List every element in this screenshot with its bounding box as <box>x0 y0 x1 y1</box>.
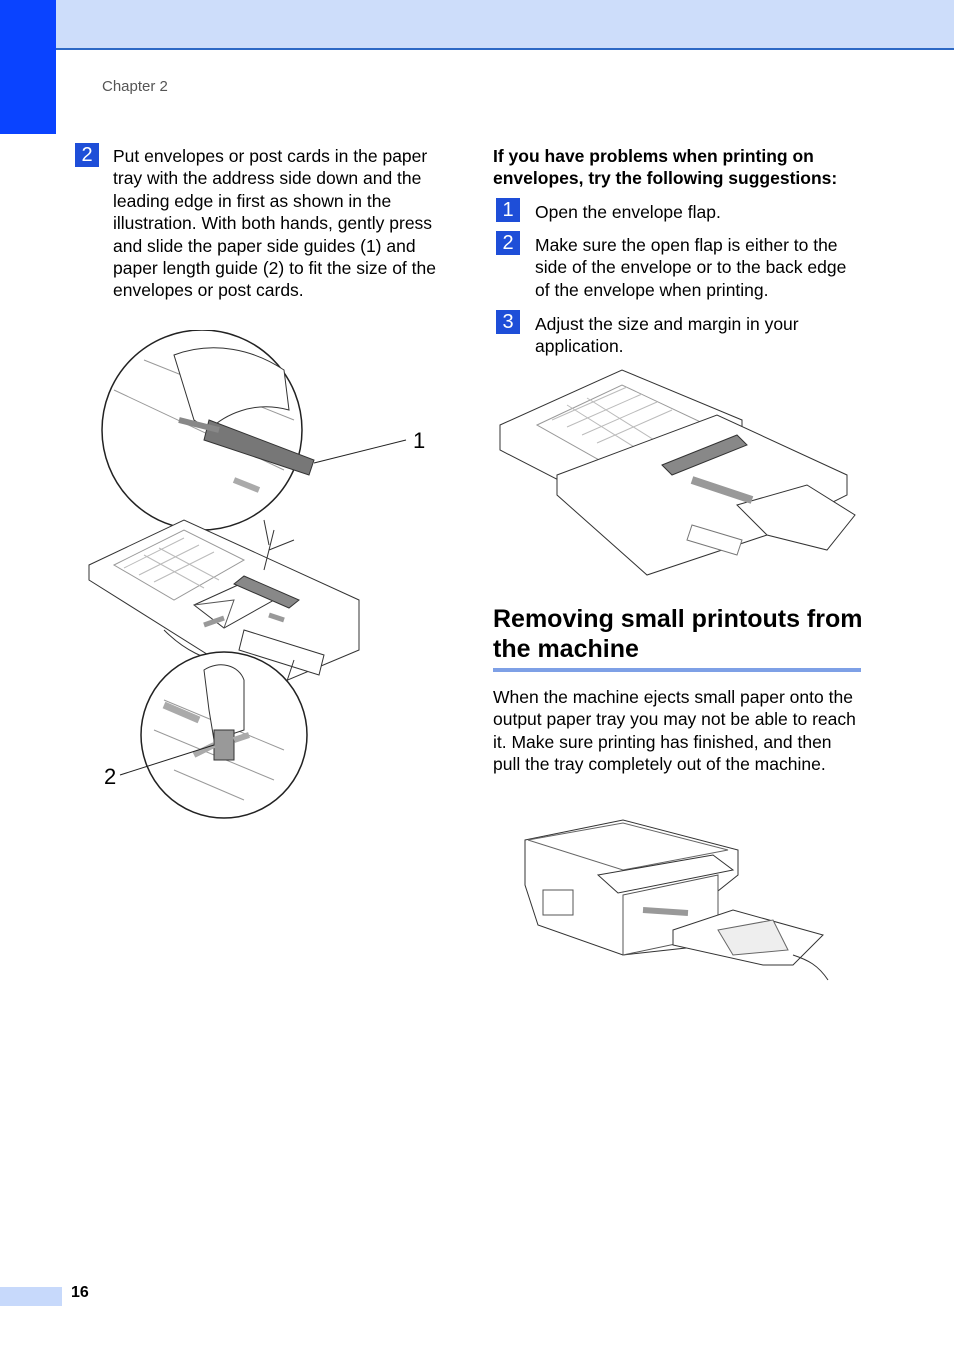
tray-guides-illustration <box>88 330 407 819</box>
step-1-text: Open the envelope flap. <box>535 202 721 222</box>
section-title: Removing small printouts from the machin… <box>493 605 863 663</box>
section-rule <box>493 668 861 672</box>
envelope-flap-illustration <box>499 369 856 576</box>
step-badge-3: 3 <box>496 310 520 334</box>
chapter-tab <box>0 0 56 134</box>
callout-1: 1 <box>413 428 426 453</box>
step-2-text: Make sure the open flap is either to the… <box>535 235 847 300</box>
problems-heading: If you have problems when printing on en… <box>493 146 838 189</box>
callout-2: 2 <box>104 764 117 789</box>
envelope-instructions: Put envelopes or post cards in the paper… <box>113 146 436 301</box>
section-text: When the machine ejects small paper onto… <box>493 687 856 775</box>
step-badge-2: 2 <box>75 143 99 167</box>
step-badge-1: 1 <box>496 198 520 222</box>
pull-tray-illustration <box>524 819 829 981</box>
chapter-label: Chapter 2 <box>102 78 168 95</box>
page-number: 16 <box>71 1284 89 1301</box>
step-badge-2b: 2 <box>496 231 520 255</box>
page-number-tab <box>0 1287 62 1306</box>
header-bar <box>0 0 954 50</box>
step-3-text: Adjust the size and margin in your appli… <box>535 314 799 357</box>
